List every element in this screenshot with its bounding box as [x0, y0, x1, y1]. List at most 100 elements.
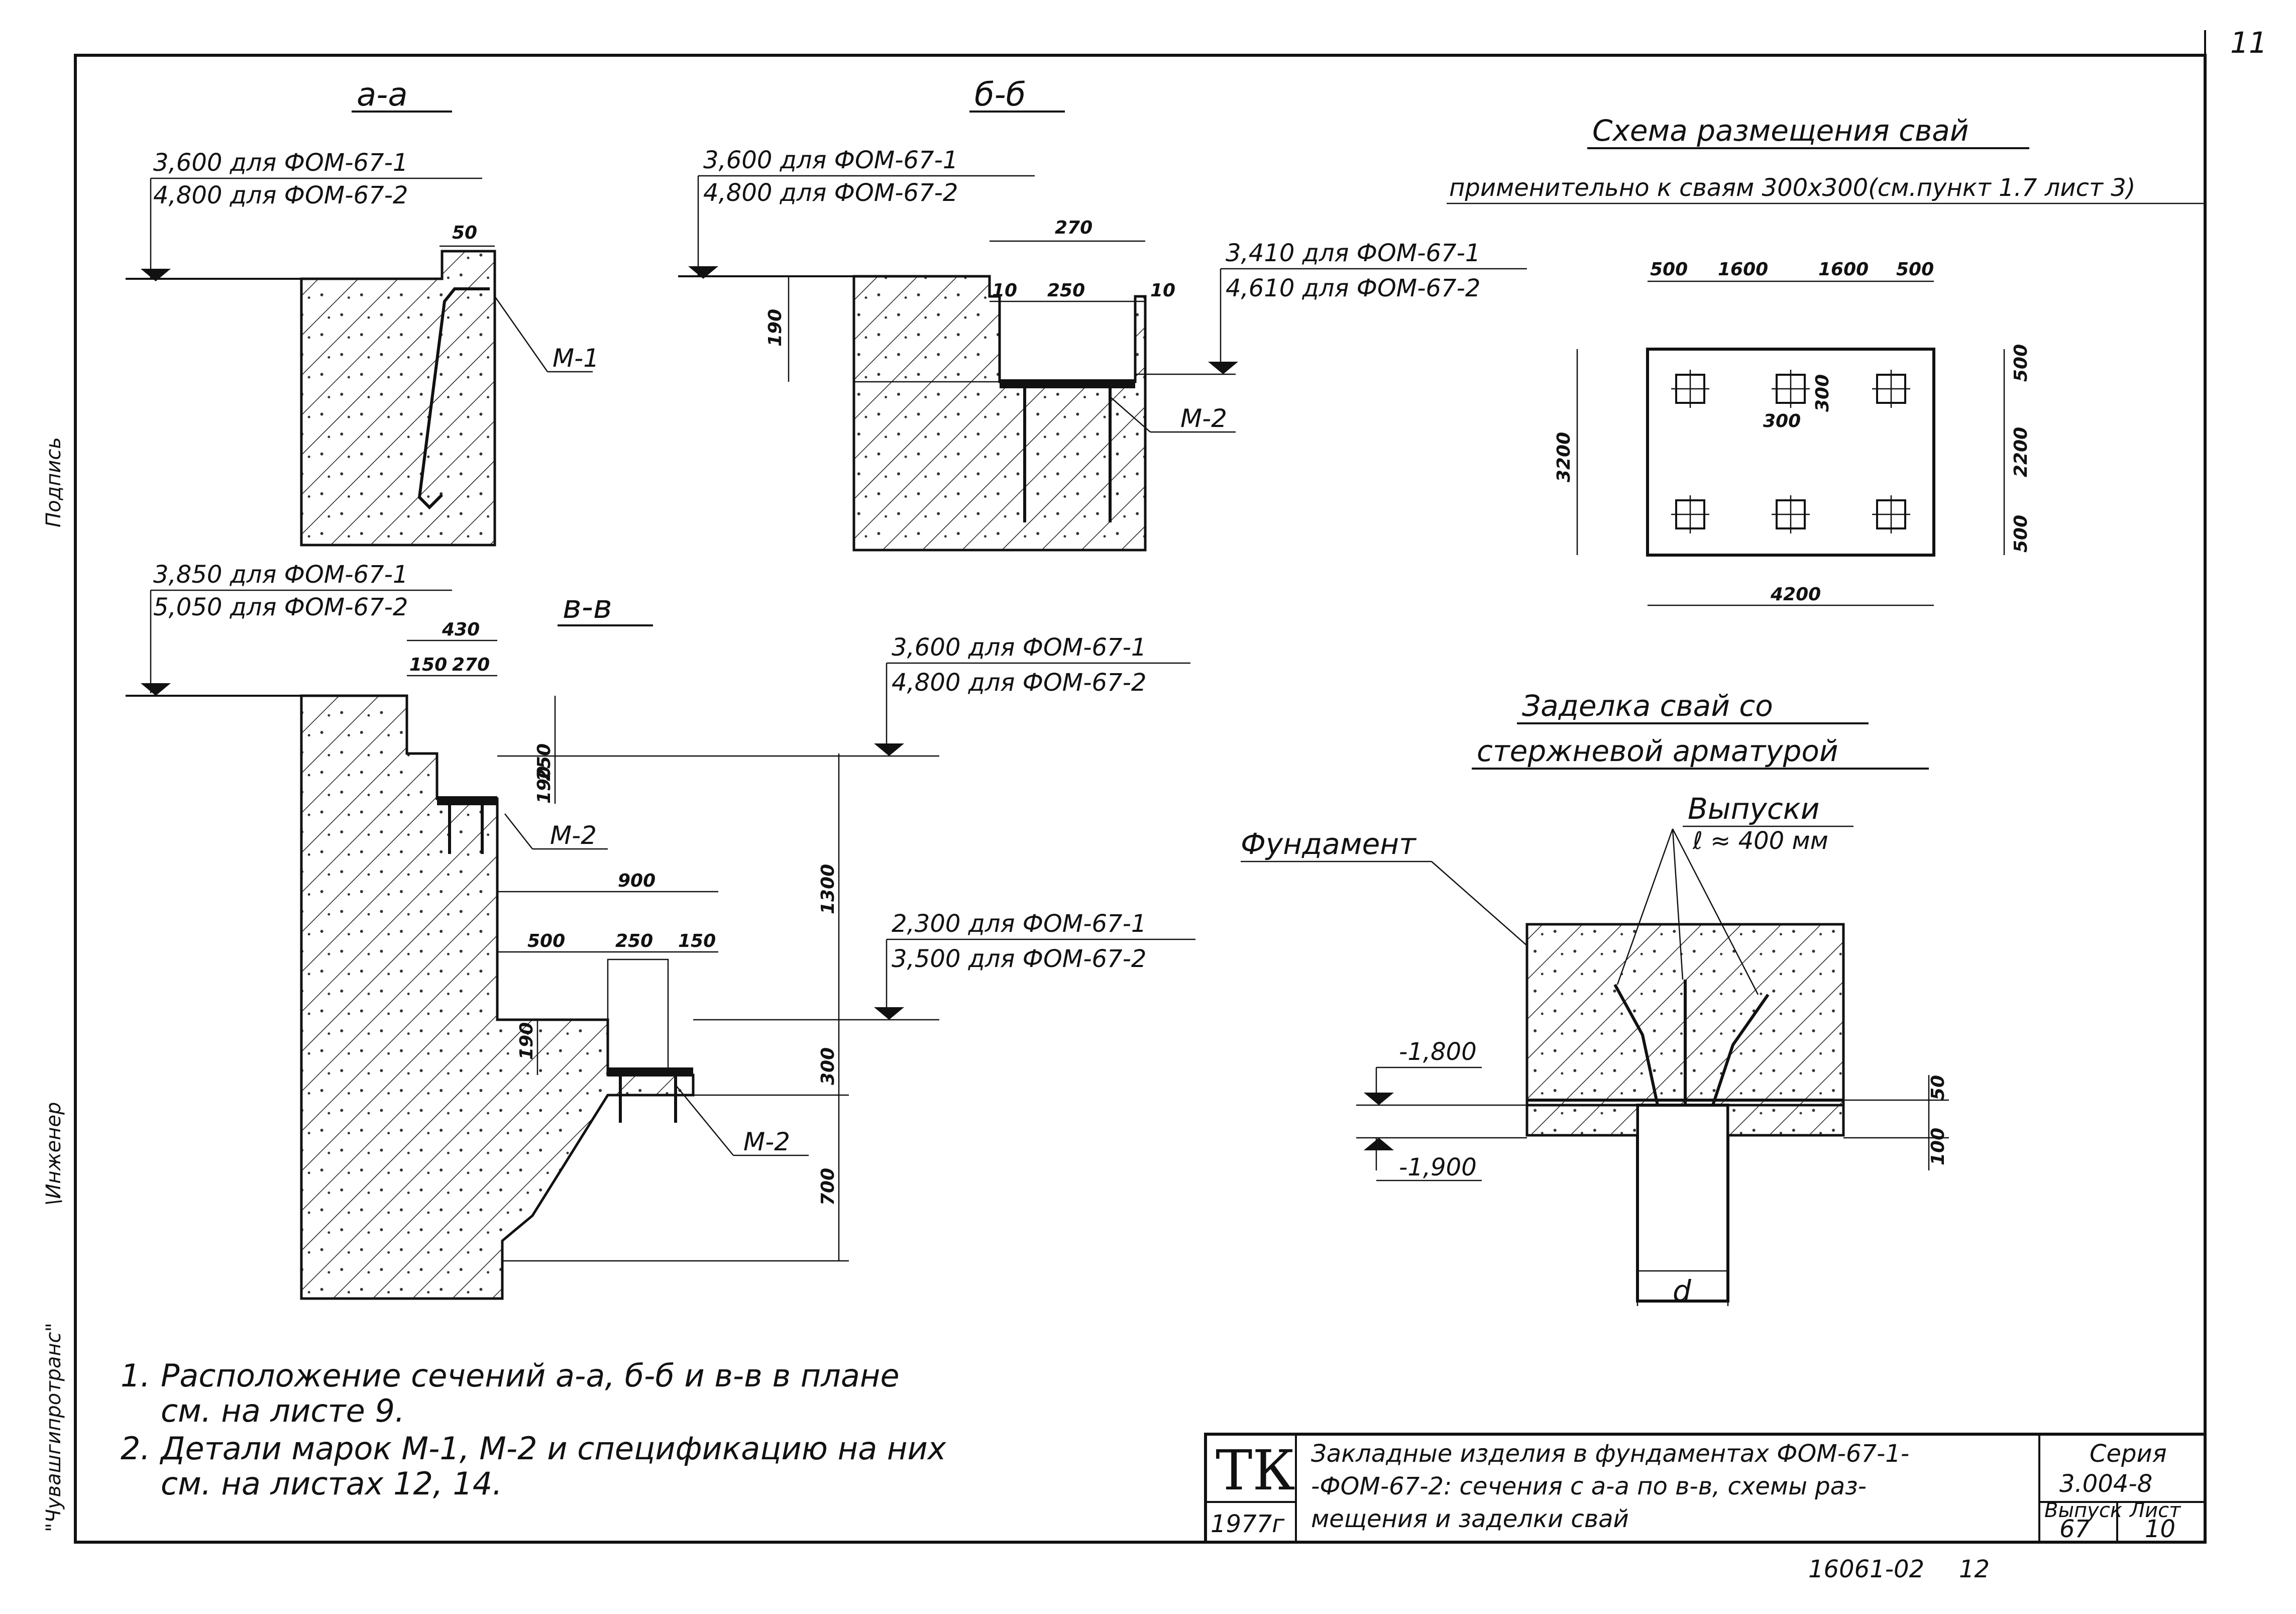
stamp-issue-value: 67 [2059, 1515, 2091, 1543]
bb-dim-270: 270 [1055, 218, 1092, 238]
notes: 1. Расположение сечений а-а, б-б и в-в в… [121, 1357, 947, 1502]
vv-elev-low-1: 2,300 для ФОМ-67-1 [892, 910, 1146, 938]
embedding-dim-d: d [1673, 1274, 1692, 1308]
vv-dim-250b: 250 [615, 931, 653, 951]
vv-dim-500: 500 [527, 931, 565, 951]
vv-dim-300: 300 [818, 1047, 838, 1085]
vv-elev-top-2: 5,050 для ФОМ-67-2 [153, 593, 408, 621]
embedding-title-1: Заделка свай со [1522, 689, 1773, 723]
margin-role: \Инженер [42, 1102, 65, 1206]
bb-elev-4: 4,610 для ФОМ-67-2 [1226, 274, 1480, 302]
pile-scheme-title: Схема размещения свай [1592, 114, 1969, 148]
pile-dim-right: 2200 [2011, 427, 2031, 477]
stamp-title-1: Закладные изделия в фундаментах ФОМ-67-1… [1311, 1440, 1909, 1468]
stamp-title-2: -ФОМ-67-2: сечения с а-а по в-в, схемы р… [1311, 1472, 1867, 1500]
section-aa-title: а-а [357, 76, 408, 114]
pile-markers [1671, 370, 1910, 533]
embedding-foundation-label: Фундамент [1241, 827, 1417, 861]
note-1-line-2: см. на листе 9. [161, 1392, 405, 1429]
pile-plate [1646, 348, 1935, 557]
vv-dim-1300: 1300 [818, 864, 838, 914]
pile-dim-right: 500 [2011, 344, 2031, 382]
bb-concrete [852, 275, 1147, 552]
bb-elev-2: 4,800 для ФОМ-67-2 [703, 179, 958, 207]
vv-dim-150: 150 [409, 655, 447, 675]
stamp-series-value: 3.004-8 [2059, 1470, 2152, 1498]
pile-dim-top: 500 [1650, 259, 1688, 280]
note-1-line-1: Расположение сечений а-а, б-б и в-в в пл… [161, 1357, 900, 1394]
note-2-line-1: Детали марок М-1, М-2 и спецификацию на … [159, 1430, 947, 1467]
note-2-number: 2. [121, 1430, 150, 1467]
margin-extra: Подпись [42, 437, 65, 527]
stamp-issue-label: Выпуск [2044, 1499, 2122, 1522]
vv-concrete [300, 694, 695, 1300]
pile-dim-bottom: 4200 [1770, 584, 1821, 605]
pile-dim-right: 500 [2011, 515, 2031, 553]
bb-dim-190: 190 [765, 309, 786, 347]
vv-mark-m2-lower: М-2 [743, 1127, 790, 1156]
vv-elev-low-2: 3,500 для ФОМ-67-2 [892, 945, 1146, 973]
bb-dim-10a: 10 [992, 280, 1017, 301]
pile-dim-top: 500 [1896, 259, 1934, 280]
bb-mark-m2: М-2 [1180, 404, 1227, 433]
section-vv-title: в-в [563, 589, 612, 626]
section-bb: б-б 3,600 для ФОМ-67-1 4,800 для ФОМ-67-… [678, 76, 1527, 552]
title-block: ТК 1977г Закладные изделия в фундаментах… [1204, 1433, 2207, 1583]
embedding-dim-100: 100 [1928, 1128, 1948, 1165]
stamp-sheet-label: Лист [2129, 1499, 2181, 1522]
stamp-sheet-value: 10 [2145, 1515, 2175, 1543]
aa-mark-m1: М-1 [553, 344, 599, 373]
note-2-line-2: см. на листах 12, 14. [161, 1465, 502, 1502]
vv-dim-700: 700 [818, 1168, 838, 1206]
pile-dim-top: 1600 [1818, 259, 1869, 280]
vv-dim-430: 430 [442, 619, 480, 640]
vv-dim-190b: 190 [516, 1022, 537, 1060]
page-number: 11 [2230, 26, 2267, 60]
stamp-title-3: мещения и заделки свай [1311, 1505, 1629, 1533]
vv-elev-mid-1: 3,600 для ФОМ-67-1 [892, 633, 1146, 662]
embedding-elev-1: -1,800 [1399, 1038, 1477, 1066]
aa-dim-50: 50 [452, 223, 477, 243]
stamp-series-label: Серия [2090, 1440, 2167, 1468]
pile-scheme: Схема размещения свай применительно к св… [1447, 114, 2205, 606]
aa-anchor-m1 [417, 287, 490, 510]
embedding-title-2: стержневой арматурой [1477, 734, 1838, 768]
vv-dim-900: 900 [618, 871, 655, 891]
section-aa: а-а 3,600 для ФОМ-67-1 4,800 для ФОМ-67-… [126, 76, 599, 547]
section-bb-title: б-б [974, 76, 1026, 114]
pile-size-h: 300 [1763, 411, 1801, 432]
note-1-number: 1. [121, 1357, 150, 1394]
pile-size-v: 300 [1812, 374, 1833, 412]
embedding-outlets-label: Выпуски [1688, 792, 1819, 826]
vv-mark-m2-upper: М-2 [550, 821, 597, 850]
vv-elev-top-1: 3,850 для ФОМ-67-1 [153, 561, 408, 589]
stamp-year: 1977г [1211, 1510, 1285, 1538]
stamp-logo: ТК [1216, 1438, 1295, 1502]
sheet-frame: 11 [74, 26, 2267, 1544]
doc-code: 16061-02 [1808, 1555, 1924, 1583]
embedding-elev-2: -1,900 [1399, 1153, 1477, 1181]
margin-org: "Чувашгипротранс" [42, 1323, 65, 1532]
aa-elev-1: 3,600 для ФОМ-67-1 [153, 149, 408, 177]
doc-page: 12 [1959, 1555, 1990, 1583]
vv-dim-270: 270 [452, 655, 490, 675]
embedding-detail: Заделка свай со стержневой арматурой Вып… [1241, 689, 1949, 1308]
aa-concrete [300, 250, 496, 547]
section-vv: в-в 3,850 для ФОМ-67-1 5,050 для ФОМ-67-… [126, 561, 1195, 1300]
bb-elev-3: 3,410 для ФОМ-67-1 [1226, 239, 1480, 267]
vv-elev-mid-2: 4,800 для ФОМ-67-2 [892, 669, 1146, 697]
embedding-pile [1636, 1104, 1729, 1303]
pile-dim-top: 1600 [1718, 259, 1768, 280]
bb-dim-250: 250 [1047, 280, 1085, 301]
bb-dim-10b: 10 [1150, 280, 1175, 301]
bb-elev-1: 3,600 для ФОМ-67-1 [703, 146, 958, 174]
aa-elev-2: 4,800 для ФОМ-67-2 [153, 181, 408, 209]
vv-dim-150b: 150 [678, 931, 716, 951]
vv-dim-190: 190 [534, 766, 555, 804]
embedding-length-label: ℓ ≈ 400 мм [1692, 827, 1828, 855]
pile-scheme-subtitle: применительно к сваям 300х300(см.пункт 1… [1449, 174, 2135, 202]
vv-dim-250: 250 [534, 743, 555, 781]
pile-dim-left: 3200 [1554, 432, 1574, 482]
embedding-dim-50: 50 [1928, 1075, 1948, 1100]
